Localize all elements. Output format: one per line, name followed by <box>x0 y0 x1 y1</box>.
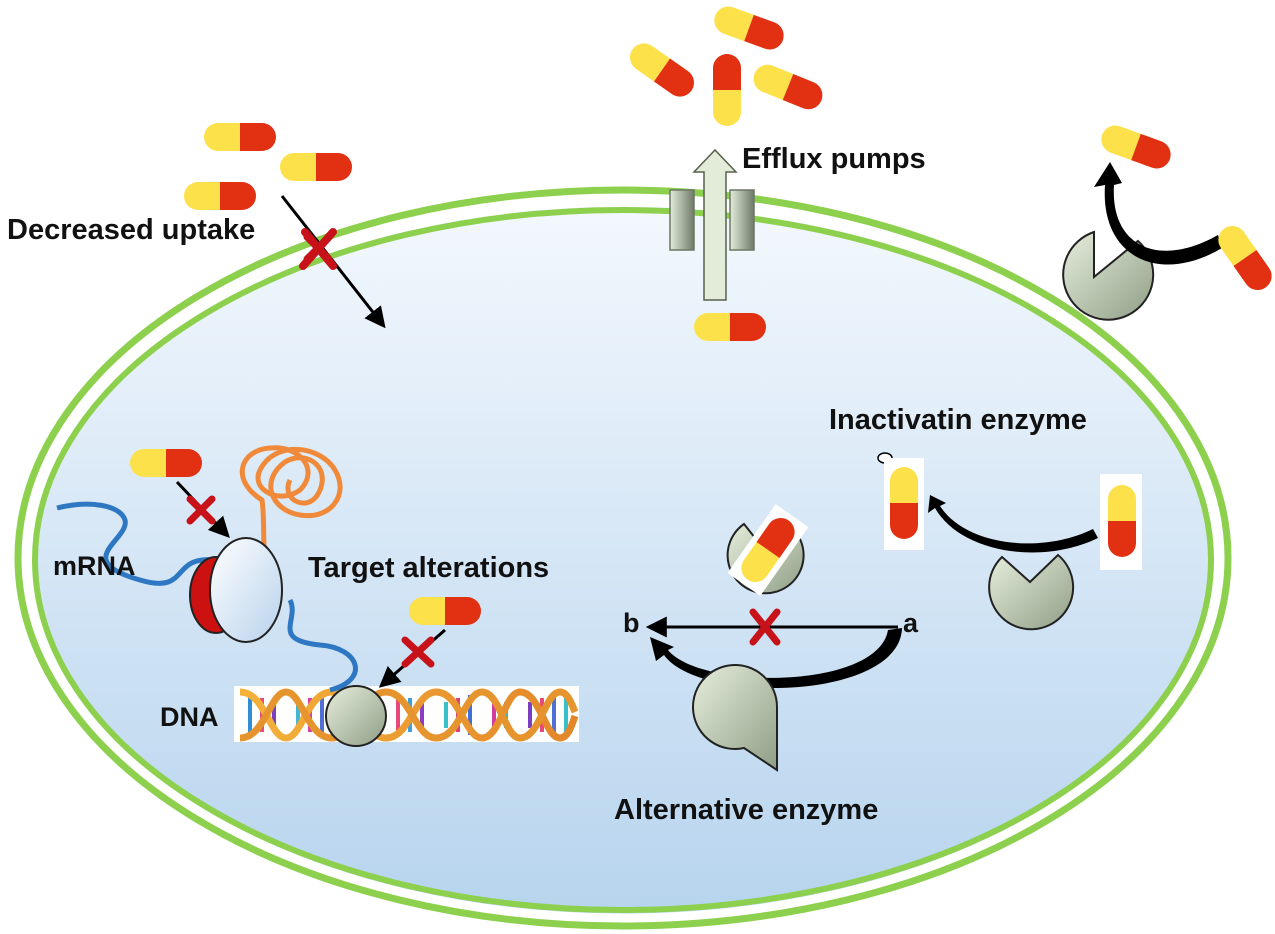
outer-enzyme <box>1062 121 1275 321</box>
capsule-icon <box>409 597 481 625</box>
capsule-icon <box>184 182 256 210</box>
block-x-icon <box>401 636 435 668</box>
capsule-icon <box>1108 485 1136 557</box>
label-pathway-a: a <box>903 608 919 638</box>
ribosome-drug-block <box>130 449 230 539</box>
label-dna: DNA <box>160 702 219 732</box>
capsule-icon <box>694 313 766 341</box>
capsule-icon <box>130 449 202 477</box>
capsule-icon <box>713 54 741 126</box>
alternative-pathway <box>645 504 902 772</box>
label-decreased-uptake: Decreased uptake <box>7 214 256 246</box>
block-x-icon <box>186 495 216 525</box>
target-protein <box>325 685 387 747</box>
enzyme-icon <box>692 664 778 772</box>
dna-drug-block <box>378 597 481 688</box>
dna-helix-icon <box>234 685 579 747</box>
uptake-capsules <box>184 123 352 210</box>
label-alternative-enzyme: Alternative enzyme <box>614 794 879 826</box>
enzyme-icon <box>988 553 1075 631</box>
capsule-icon <box>749 60 827 114</box>
effluxed-capsules <box>624 2 827 126</box>
efflux-pump-icon <box>669 148 755 301</box>
capsule-icon <box>710 2 788 54</box>
capsule-icon <box>1212 220 1275 296</box>
inner-inactivation <box>877 452 1142 631</box>
uptake-arrow <box>280 195 386 329</box>
enzyme-icon <box>1062 230 1155 321</box>
mrna-strand <box>56 501 358 693</box>
capsule-icon <box>280 153 352 181</box>
label-pathway-b: b <box>623 608 640 638</box>
capsule-icon <box>890 467 918 539</box>
protein-chain-icon <box>239 445 343 573</box>
label-inactivating-enzyme: Inactivatin enzyme <box>829 404 1087 436</box>
label-target-alterations: Target alterations <box>308 552 550 584</box>
capsule-icon <box>204 123 276 151</box>
capsule-icon <box>624 37 700 103</box>
label-mrna: mRNA <box>53 551 136 581</box>
block-x-icon <box>749 608 781 646</box>
ribosome-icon <box>189 537 283 643</box>
label-efflux-pumps: Efflux pumps <box>742 143 926 175</box>
